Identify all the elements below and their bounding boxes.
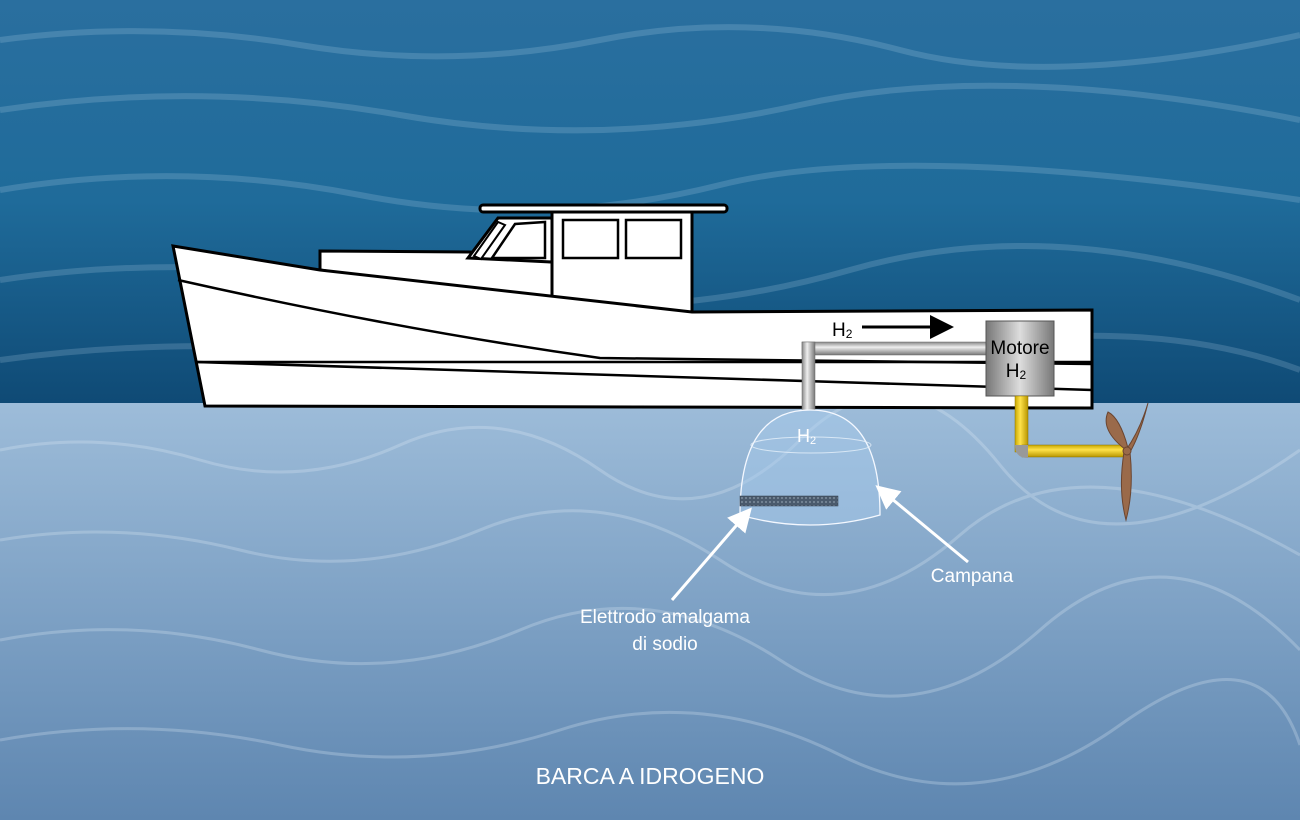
bell-arrow — [875, 485, 969, 564]
propeller — [1105, 402, 1149, 522]
sodium-amalgam-electrode — [739, 495, 839, 507]
hull-line-upper — [177, 278, 1093, 366]
bell-gas-level — [750, 436, 872, 454]
electrode-label-line1: Elettrodo amalgama — [580, 607, 750, 628]
campana-label: Campana — [931, 566, 1014, 587]
underwater-background — [0, 403, 1300, 820]
diagram-title: BARCA A IDROGENO — [536, 763, 765, 789]
electrode-label-line2: di sodio — [632, 634, 698, 655]
caustic-texture — [0, 394, 1300, 786]
electrode-arrow — [670, 507, 752, 601]
boat — [171, 203, 1094, 410]
drive-shaft — [1014, 395, 1126, 458]
windshield-wiper — [472, 220, 507, 261]
motor-label-line2: H2 — [1006, 361, 1027, 382]
hull-line-lower — [195, 360, 1093, 392]
cabin-window-1 — [561, 218, 620, 260]
pipe-gas-label: H2 — [832, 320, 853, 341]
hydrogen-motor — [985, 320, 1055, 397]
motor-label-line1: Motore — [990, 338, 1049, 359]
bell-gas-label: H2 — [797, 426, 816, 447]
cabin-window-2 — [624, 218, 683, 260]
windshield-window — [489, 220, 547, 260]
